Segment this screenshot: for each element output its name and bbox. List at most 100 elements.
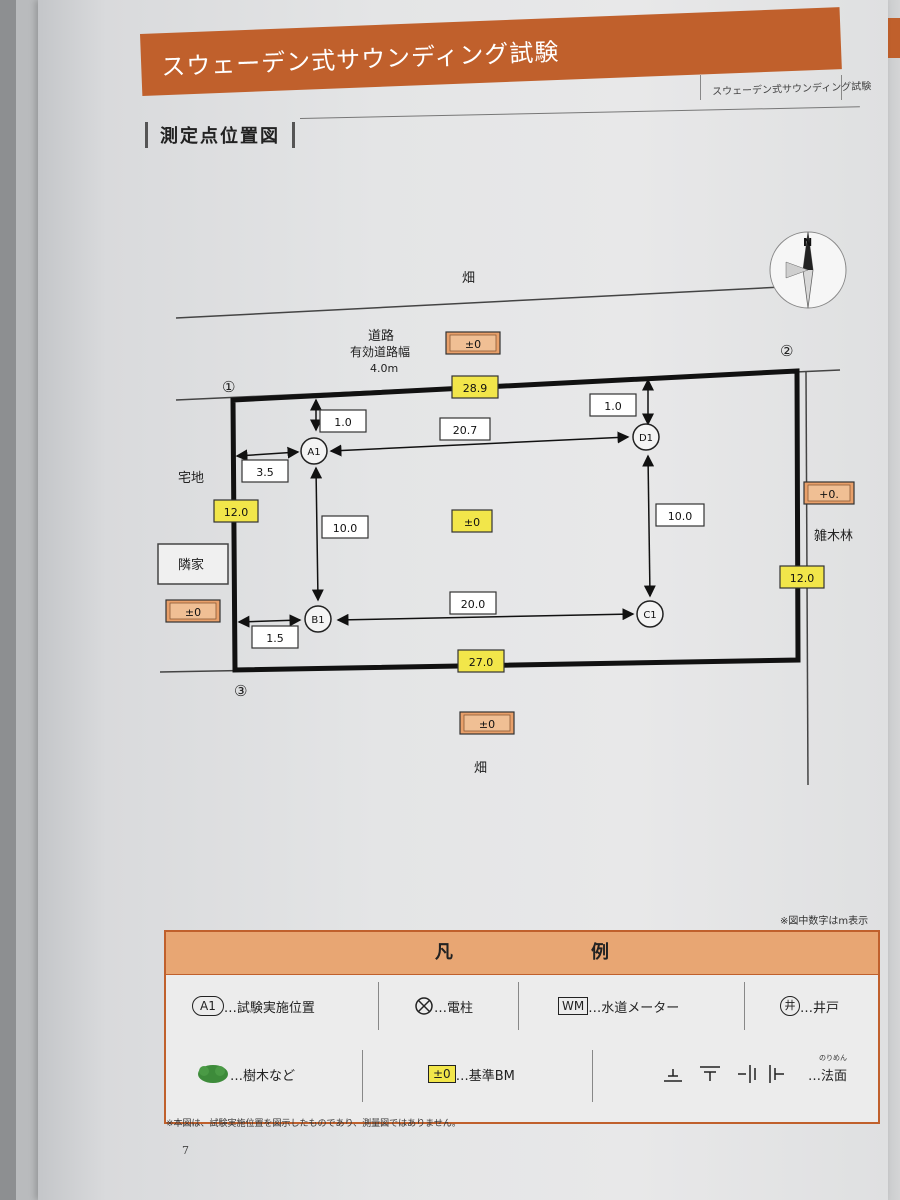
well-legend-icon: 井 [780, 996, 800, 1016]
road-line-north [175, 283, 841, 319]
arrow-d1-c1 [642, 454, 656, 598]
label-field-top: 畑 [462, 271, 475, 286]
bm-legend-icon: ±0 [428, 1065, 456, 1083]
neighbor-house [157, 543, 229, 585]
corner-label-3: ③ [234, 682, 247, 700]
bm-orange-bottom-value: ±0 [479, 718, 495, 731]
dim-box-a1-b1: 10.0 [321, 515, 369, 539]
dim-value-b1-left: 1.5 [266, 632, 284, 645]
dim-box-a1-left: 3.5 [241, 459, 289, 483]
disclaimer-note: ※本図は、試験実施位置を図示したものであり、測量図ではありません。 [166, 1119, 461, 1129]
tree-icon [198, 1065, 228, 1083]
bm-orange-neighbor: ±0 [165, 599, 221, 623]
dim-value-b1-c1: 20.0 [461, 598, 486, 611]
dim-value-a1-b1: 10.0 [333, 522, 358, 535]
bm-orange-bottom: ±0 [459, 711, 515, 735]
test-point-b1-label: B1 [311, 615, 324, 626]
test-point-d1: D1 [632, 423, 660, 451]
corner-label-2: ② [780, 342, 793, 360]
legend-label-trees: …樹木など [230, 1068, 296, 1084]
arrow-b1-c1 [336, 608, 635, 626]
legend-row-2: …樹木など ±0 …基準BM のりめん …法面 [166, 1044, 878, 1104]
dim-box-a1-top: 1.0 [319, 409, 367, 433]
bm-yellow-top: 28.9 [451, 375, 499, 399]
page-number: 7 [182, 1144, 189, 1157]
dim-value-d1-c1: 10.0 [668, 510, 693, 523]
unit-note: ※図中数字はm表示 [780, 916, 869, 927]
dim-value-a1-top: 1.0 [334, 416, 352, 429]
test-point-a1: A1 [300, 437, 328, 465]
site-boundary [230, 368, 801, 673]
bm-yellow-top-value: 28.9 [463, 382, 488, 395]
label-neighbor: 隣家 [178, 557, 204, 573]
dim-box-b1-c1: 20.0 [449, 591, 497, 615]
legend-item-test-point: A1 …試験実施位置 [192, 976, 315, 1036]
arrow-b1-left [237, 614, 302, 628]
arrow-a1-d1 [329, 431, 630, 457]
test-point-a1-label: A1 [307, 447, 320, 458]
bm-yellow-center-value: ±0 [464, 516, 480, 529]
bm-orange-right-value: +0. [819, 488, 839, 501]
legend-item-trees: …樹木など [196, 1044, 295, 1104]
legend-title: 凡 例 [166, 932, 878, 975]
bm-yellow-left: 12.0 [213, 499, 259, 523]
label-residential: 宅地 [178, 471, 204, 486]
legend-divider-1 [378, 982, 379, 1030]
legend-row-1: A1 …試験実施位置 …電柱 WM …水道メーター 井 …井戸 [166, 976, 878, 1036]
dim-value-d1-top: 1.0 [604, 400, 622, 413]
bm-yellow-right-value: 12.0 [790, 572, 815, 585]
bm-orange-right: +0. [803, 481, 855, 505]
legend-label-test-point: …試験実施位置 [223, 1000, 315, 1016]
bm-yellow-center: ±0 [451, 509, 493, 533]
legend-item-slope: のりめん …法面 [658, 1044, 847, 1104]
bm-orange-road-value: ±0 [465, 338, 481, 351]
utility-pole-icon [415, 997, 433, 1015]
bm-orange-neighbor-value: ±0 [185, 606, 201, 619]
label-road: 道路 [368, 328, 394, 344]
legend-item-well: 井 …井戸 [780, 976, 839, 1036]
test-point-d1-label: D1 [639, 433, 653, 444]
legend-item-bm: ±0 …基準BM [428, 1044, 515, 1104]
bm-orange-road: ±0 [445, 331, 501, 355]
dim-box-d1-top: 1.0 [589, 393, 637, 417]
bm-yellow-bottom-value: 27.0 [469, 656, 494, 669]
label-road-width: 有効道路幅 [350, 344, 410, 359]
label-forest: 雑木林 [814, 528, 853, 544]
slope-text: …法面 [808, 1068, 848, 1084]
corner-label-1: ① [222, 378, 235, 396]
water-meter-legend-icon: WM [558, 997, 589, 1015]
legend-item-water-meter: WM …水道メーター [558, 976, 679, 1036]
dim-box-d1-c1: 10.0 [655, 503, 705, 527]
legend-label-slope: のりめん …法面 [808, 1054, 848, 1084]
arrow-a1-left [235, 446, 300, 462]
dim-value-a1-d1: 20.7 [453, 424, 478, 437]
arrow-a1-b1 [310, 466, 324, 602]
test-point-legend-icon: A1 [192, 996, 224, 1016]
section-title: 測定点位置図 [145, 122, 295, 148]
label-road-width-value: 4.0m [370, 362, 398, 375]
dim-value-a1-left: 3.5 [256, 466, 274, 479]
legend-divider-4 [362, 1050, 363, 1102]
legend-label-water-meter: …水道メーター [588, 1000, 680, 1016]
slope-symbols-icon [664, 1065, 784, 1083]
bm-yellow-left-value: 12.0 [224, 506, 249, 519]
dim-box-a1-d1: 20.7 [439, 417, 491, 441]
dim-box-b1-left: 1.5 [251, 625, 299, 649]
legend-box: 凡 例 A1 …試験実施位置 …電柱 WM …水道メーター 井 …井戸 [164, 930, 880, 1124]
slope-ruby: のりめん [819, 1053, 848, 1062]
legend-divider-2 [518, 982, 519, 1030]
test-point-c1-label: C1 [643, 610, 656, 621]
north-compass: N [769, 231, 847, 309]
legend-divider-5 [592, 1050, 593, 1102]
legend-label-well: …井戸 [800, 1000, 840, 1016]
test-point-c1: C1 [636, 600, 664, 628]
legend-label-bm: …基準BM [455, 1068, 515, 1084]
legend-divider-3 [744, 982, 745, 1030]
label-field-bottom: 畑 [474, 761, 487, 776]
bm-yellow-right: 12.0 [779, 565, 825, 589]
bm-yellow-bottom: 27.0 [457, 649, 505, 673]
header-sub-rule [700, 75, 842, 100]
legend-label-pole: …電柱 [434, 1000, 474, 1016]
north-label: N [803, 236, 812, 249]
test-point-b1: B1 [304, 605, 332, 633]
